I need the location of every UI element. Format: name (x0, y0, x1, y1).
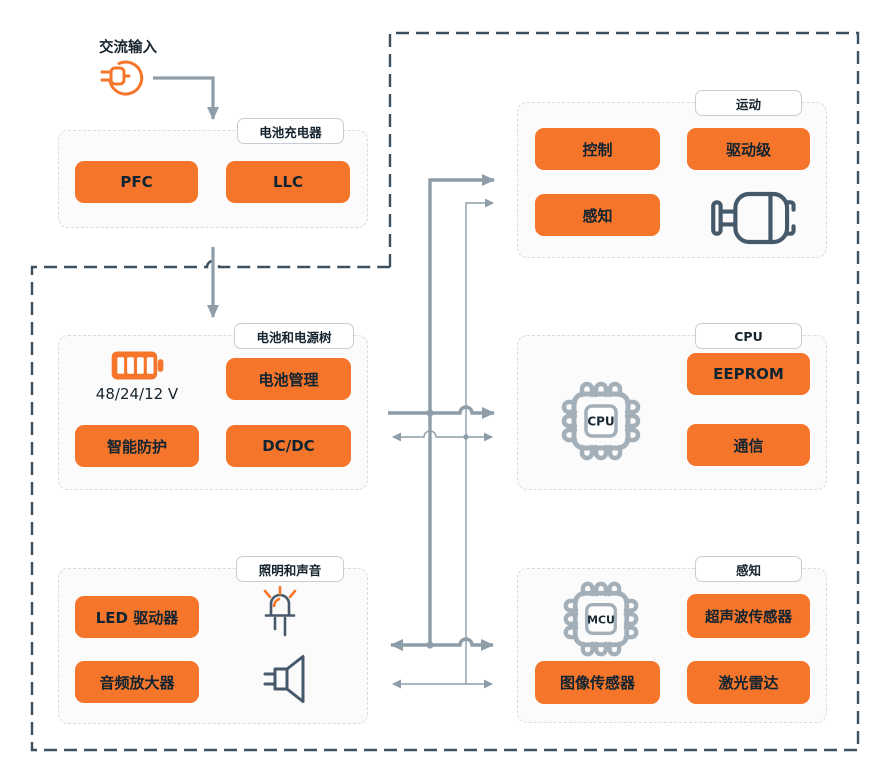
block-drive-stage[interactable]: 驱动级 (687, 128, 810, 170)
wire-data-bus-trunk (465, 198, 494, 684)
cpu-chip-icon: CPU (561, 381, 641, 461)
wire-data-mid (392, 430, 493, 442)
block-lidar[interactable]: 激光雷达 (687, 661, 810, 704)
junction-dot (426, 641, 434, 649)
wire-ac-to-charger (153, 76, 219, 120)
ac-plug-icon (100, 60, 144, 96)
group-motion: 运动 控制 驱动级 感知 (517, 90, 827, 258)
mcu-chip-figure: MCU (561, 579, 641, 663)
group-battery-charger-title: 电池充电器 (237, 118, 344, 144)
motor-icon (711, 191, 796, 245)
block-smart-protection[interactable]: 智能防护 (75, 425, 199, 467)
wire-power-bottom (390, 637, 494, 651)
speaker-icon (263, 655, 305, 703)
mcu-chip-icon: MCU (563, 581, 639, 657)
junction-dot (426, 409, 434, 417)
junction-dot (463, 434, 469, 440)
wire-power-bus-trunk (428, 174, 495, 645)
group-lighting-sound-title: 照明和声音 (236, 556, 344, 582)
block-eeprom[interactable]: EEPROM (687, 353, 810, 395)
wire-power-to-cpu (388, 405, 495, 419)
group-battery-power-tree-title: 电池和电源树 (234, 323, 354, 349)
block-image-sensor[interactable]: 图像传感器 (535, 661, 660, 704)
block-communication[interactable]: 通信 (687, 424, 810, 466)
group-sensing-title: 感知 (695, 556, 802, 582)
block-motion-sensing[interactable]: 感知 (535, 194, 660, 236)
battery-icon (111, 351, 164, 380)
cpu-chip-figure: CPU (559, 379, 643, 467)
block-dcdc[interactable]: DC/DC (226, 425, 351, 467)
block-audio-amplifier[interactable]: 音频放大器 (75, 661, 199, 703)
group-cpu: CPU (517, 323, 827, 490)
cpu-chip-label: CPU (587, 415, 614, 429)
block-ultrasonic-sensor[interactable]: 超声波传感器 (687, 594, 810, 638)
group-battery-charger: 电池充电器 PFC LLC (58, 118, 368, 228)
block-llc[interactable]: LLC (226, 161, 350, 203)
group-lighting-sound: 照明和声音 LED 驱动器 音频放大器 (58, 556, 368, 724)
battery-voltage-label: 48/24/12 V (95, 385, 179, 403)
block-pfc[interactable]: PFC (75, 161, 198, 203)
led-icon (263, 585, 297, 637)
system-boundary (30, 31, 860, 752)
group-battery-power-tree: 电池和电源树 48/24/12 V 电池管理 智能防护 DC/DC (58, 323, 368, 490)
group-sensing: 感知 (517, 556, 827, 723)
block-battery-management[interactable]: 电池管理 (226, 358, 351, 400)
ac-input-label: 交流输入 (99, 40, 157, 56)
group-motion-title: 运动 (695, 90, 802, 116)
battery-voltage-figure: 48/24/12 V (79, 350, 195, 403)
block-led-driver[interactable]: LED 驱动器 (75, 596, 199, 638)
group-cpu-title: CPU (695, 323, 802, 349)
mcu-chip-label: MCU (587, 613, 615, 626)
block-control[interactable]: 控制 (535, 128, 660, 170)
